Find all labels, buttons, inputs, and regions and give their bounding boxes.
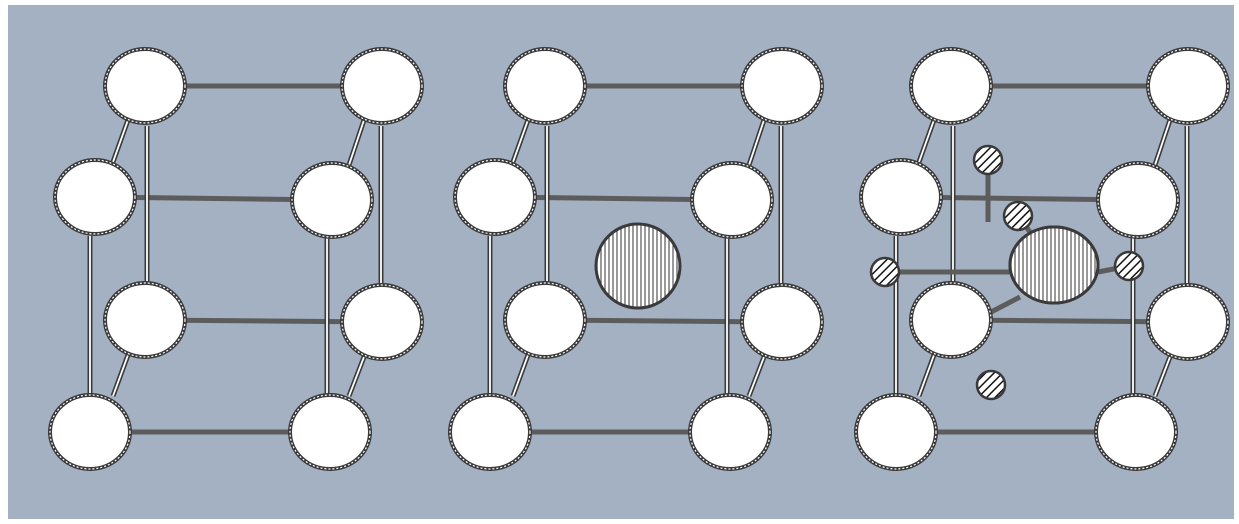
- atom-fr_4-ring: [689, 394, 771, 470]
- small-atom-left: [869, 256, 901, 288]
- atom-fr_3: [340, 283, 424, 361]
- atom-fl_3-ring: [504, 282, 586, 358]
- link-br: [746, 356, 767, 397]
- atom-br_2: [1096, 161, 1180, 239]
- atom-br_top: [740, 47, 824, 125]
- link-bl-core: [512, 354, 529, 397]
- link-tr-core: [348, 119, 365, 166]
- atom-fl_4-ring: [855, 394, 937, 470]
- small-atom-top: [972, 144, 1004, 176]
- link-tr-core: [748, 119, 765, 166]
- link-tl: [916, 119, 937, 163]
- link-bl: [510, 354, 531, 397]
- atom-bl_top-ring: [104, 48, 186, 124]
- atom-bl_top: [103, 47, 187, 125]
- link-tl-core: [918, 119, 935, 163]
- atom-br_2-ring: [291, 162, 373, 238]
- link-tr: [346, 119, 367, 166]
- central-atom: [594, 222, 682, 310]
- atom-fr_4-ring: [289, 394, 371, 470]
- atom-bl_top-ring: [910, 48, 992, 124]
- atom-bl_2: [859, 158, 943, 236]
- atom-fl_4: [48, 393, 132, 471]
- atom-br_2: [690, 161, 774, 239]
- atom-fr_3: [1146, 283, 1230, 361]
- diagram-cell-with-central-atom-and-ligands: [854, 47, 1230, 471]
- atom-fl_4-ring: [49, 394, 131, 470]
- atom-fr_3-ring: [1147, 284, 1229, 360]
- link-br: [1152, 356, 1173, 397]
- atom-br_2-ring: [1097, 162, 1179, 238]
- small-atom-bottom: [975, 369, 1007, 401]
- atom-fr_3-ring: [741, 284, 823, 360]
- small-atom-upper-right: [1002, 200, 1034, 232]
- atom-fl_3: [103, 281, 187, 359]
- atom-br_2: [290, 161, 374, 239]
- atom-bl_2: [53, 158, 137, 236]
- link-tr: [1152, 119, 1173, 166]
- atom-fl_4: [448, 393, 532, 471]
- atom-fl_3: [909, 281, 993, 359]
- atom-fr_3: [740, 283, 824, 361]
- atom-fr_4: [688, 393, 772, 471]
- link-tl: [510, 119, 531, 163]
- diagram-empty-cell: [48, 47, 424, 471]
- atom-fr_4: [1094, 393, 1178, 471]
- atom-br_top: [340, 47, 424, 125]
- atom-fl_4: [854, 393, 938, 471]
- atom-br_top: [1146, 47, 1230, 125]
- link-tr-core: [1154, 119, 1171, 166]
- diagram-cell-with-central-atom: [448, 47, 824, 471]
- link-br-core: [1154, 356, 1171, 397]
- link-tl: [110, 119, 131, 163]
- link-tl-core: [512, 119, 529, 163]
- link-bl-core: [112, 354, 129, 397]
- small-atom-right: [1113, 250, 1145, 282]
- link-tl-core: [112, 119, 129, 163]
- link-bl: [110, 354, 131, 397]
- atom-bl_2-ring: [860, 159, 942, 235]
- atom-bl_top-ring: [504, 48, 586, 124]
- link-br-core: [348, 356, 365, 397]
- link-bl: [916, 354, 937, 397]
- atom-bl_top: [503, 47, 587, 125]
- diagram-layer: [48, 47, 1230, 471]
- atom-br_top-ring: [341, 48, 423, 124]
- link-br-core: [748, 356, 765, 397]
- atom-bl_2-ring: [454, 159, 536, 235]
- link-tr: [746, 119, 767, 166]
- atom-fl_3-ring: [104, 282, 186, 358]
- atom-fr_4: [288, 393, 372, 471]
- atom-br_2-ring: [691, 162, 773, 238]
- atom-fr_4-ring: [1095, 394, 1177, 470]
- central-atom-top: [1008, 225, 1100, 305]
- link-bl-core: [918, 354, 935, 397]
- atom-bl_top: [909, 47, 993, 125]
- atom-fr_3-ring: [341, 284, 423, 360]
- atom-fl_3-ring: [910, 282, 992, 358]
- link-br: [346, 356, 367, 397]
- atom-fl_4-ring: [449, 394, 531, 470]
- atom-br_top-ring: [741, 48, 823, 124]
- atom-br_top-ring: [1147, 48, 1229, 124]
- atom-bl_2: [453, 158, 537, 236]
- atom-fl_3: [503, 281, 587, 359]
- atom-bl_2-ring: [54, 159, 136, 235]
